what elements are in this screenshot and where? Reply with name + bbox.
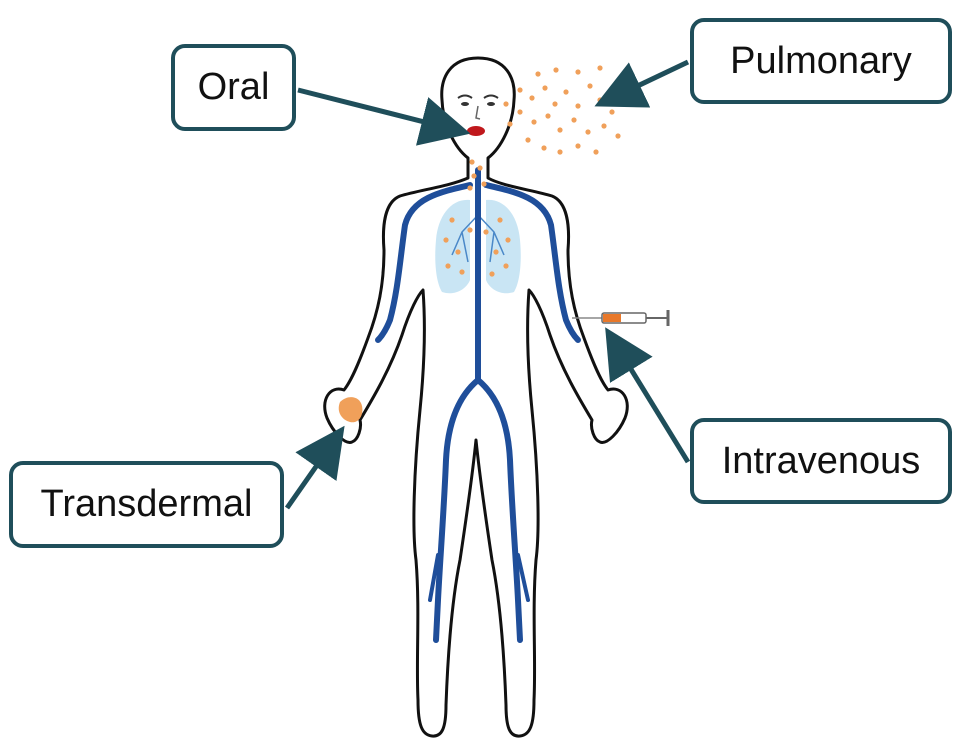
transdermal-label: Transdermal	[9, 461, 284, 548]
pulmonary-label: Pulmonary	[690, 18, 952, 104]
lips-icon	[467, 126, 485, 136]
oral-arrow	[298, 90, 456, 130]
transdermal-arrow	[287, 438, 336, 508]
human-body-outline	[325, 58, 628, 736]
oral-label: Oral	[171, 44, 296, 131]
syringe-icon	[572, 310, 668, 326]
intravenous-label: Intravenous	[690, 418, 952, 504]
